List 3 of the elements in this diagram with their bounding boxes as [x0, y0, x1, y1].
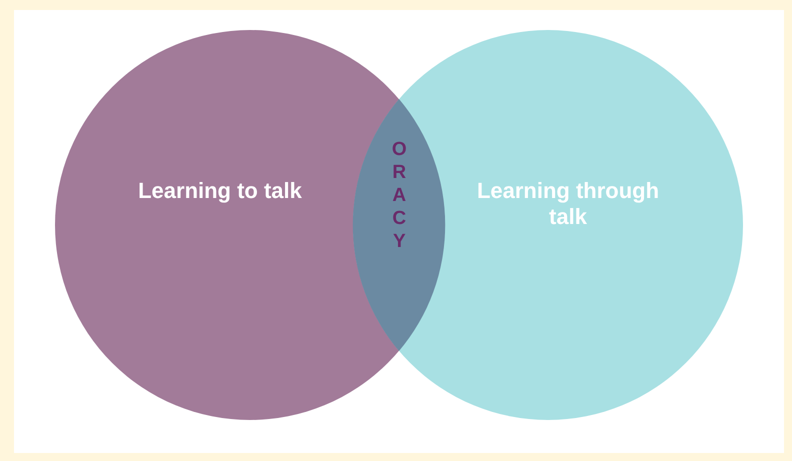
- overlap-label: ORACY: [388, 139, 410, 254]
- circle-label: Learning to talk: [137, 178, 303, 204]
- circle-label: Learning through talk: [476, 178, 660, 231]
